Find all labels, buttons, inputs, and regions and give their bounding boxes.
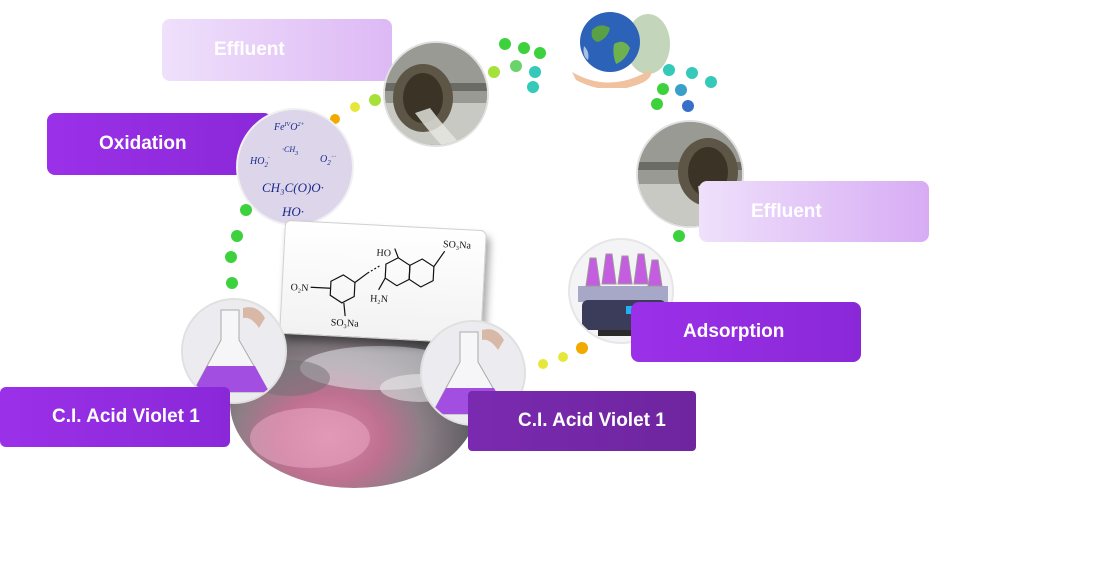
oxidation-text: Oxidation — [99, 133, 187, 154]
violet-flask-icon — [183, 300, 285, 402]
fe-label: Fe — [273, 122, 285, 133]
ho2-sub: 2 — [264, 161, 268, 169]
radicals-circle: FeIVO2+ ·CH3 HO2· O2−· CH₃C(O)O· HO· — [236, 108, 354, 226]
earth-in-hand-image — [570, 8, 670, 90]
amino-group: H₂N — [370, 293, 388, 305]
flask-left-image — [181, 298, 287, 404]
effluent-top-label: Effluent — [162, 19, 392, 81]
dye-right-text: C.I. Acid Violet 1 — [518, 410, 666, 431]
effluent-pipe-icon — [385, 43, 487, 145]
fe-sup: IV — [284, 122, 292, 128]
fe-o-label: O — [290, 122, 297, 133]
peracetyl-label: CH₃C(O)O· — [262, 180, 324, 195]
oxidation-label: Oxidation — [47, 113, 272, 175]
dye-right-label: C.I. Acid Violet 1 — [468, 391, 696, 451]
o2-sub: 2 — [327, 159, 331, 167]
dye-left-label: C.I. Acid Violet 1 — [0, 387, 230, 447]
adsorption-text: Adsorption — [683, 321, 785, 342]
dot-path — [225, 38, 717, 369]
effluent-right-text: Effluent — [751, 200, 822, 222]
dye-structure-card: SO₃Na HO O₂N H₂N SO₃Na — [279, 219, 487, 345]
ch3-sub: 3 — [294, 151, 298, 157]
ho2-label: HO — [249, 156, 264, 167]
effluent-top-text: Effluent — [214, 39, 285, 60]
so3na-top: SO₃Na — [443, 239, 472, 251]
earth-in-hand-icon — [572, 12, 670, 90]
svg-text:FeIVO2+: FeIVO2+ — [273, 122, 305, 133]
nitro-group: O₂N — [290, 282, 308, 294]
hydroxyl-label: HO· — [281, 204, 304, 219]
adsorption-label: Adsorption — [631, 302, 861, 362]
o2-label: O — [320, 154, 327, 165]
effluent-right-label: Effluent — [699, 181, 929, 242]
effluent-pipe-top-image — [383, 41, 489, 147]
effluent-pipe-right-image — [636, 120, 744, 228]
so3na-bottom: SO₃Na — [331, 317, 360, 329]
o2-sup: −· — [331, 154, 337, 160]
svg-text:·CH3: ·CH3 — [282, 145, 298, 157]
svg-text:O2−·: O2−· — [320, 154, 337, 167]
svg-text:HO2·: HO2· — [249, 154, 270, 169]
dye-left-text: C.I. Acid Violet 1 — [52, 406, 200, 427]
fe-o-sup: 2+ — [297, 122, 304, 128]
ho2-sup: · — [268, 154, 270, 162]
hydroxy-group: HO — [376, 248, 391, 260]
ch3-label: ·CH — [282, 145, 296, 154]
